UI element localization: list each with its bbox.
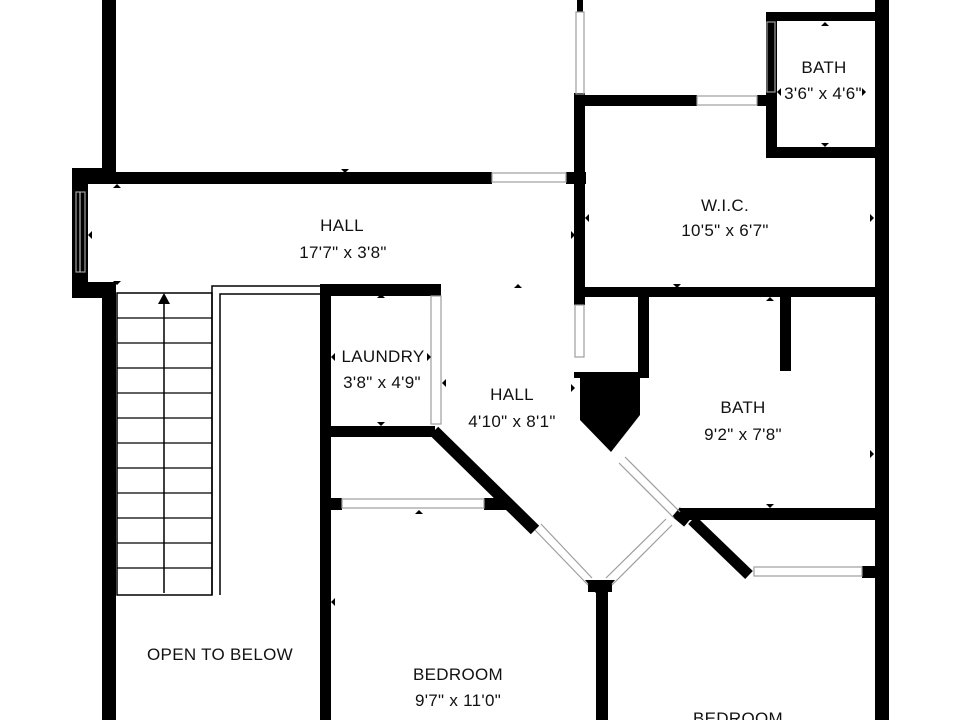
room-name-bath-small: BATH <box>801 58 846 77</box>
stair-railing <box>211 285 320 595</box>
room-labels: BATH 3'6" x 4'6" W.I.C. 10'5" x 6'7" HAL… <box>147 58 862 720</box>
room-dims-hall-center: 4'10" x 8'1" <box>468 412 555 431</box>
room-name-hall-upper: HALL <box>320 216 364 235</box>
room-name-open-to-below: OPEN TO BELOW <box>147 645 293 664</box>
room-name-wic: W.I.C. <box>701 196 749 215</box>
stair-arrow-icon <box>158 293 170 304</box>
room-dims-hall-upper: 17'7" x 3'8" <box>299 243 386 262</box>
hall-corner-notch <box>585 580 615 598</box>
room-name-hall-center: HALL <box>490 385 534 404</box>
room-dims-wic: 10'5" x 6'7" <box>681 221 768 240</box>
room-name-laundry: LAUNDRY <box>341 347 424 366</box>
dimension-markers <box>88 22 874 606</box>
room-dims-bath-small: 3'6" x 4'6" <box>784 84 862 103</box>
room-name-bedroom-right: BEDROOM <box>693 709 783 720</box>
room-dims-laundry: 3'8" x 4'9" <box>343 373 421 392</box>
room-dims-bedroom-left: 9'7" x 11'0" <box>415 691 501 710</box>
room-name-bath-large: BATH <box>720 398 765 417</box>
room-name-bedroom-left: BEDROOM <box>413 665 503 684</box>
room-dims-bath-large: 9'2" x 7'8" <box>704 425 782 444</box>
staircase <box>116 292 213 596</box>
bath-corner-wedge <box>580 376 640 452</box>
windows <box>75 11 863 586</box>
